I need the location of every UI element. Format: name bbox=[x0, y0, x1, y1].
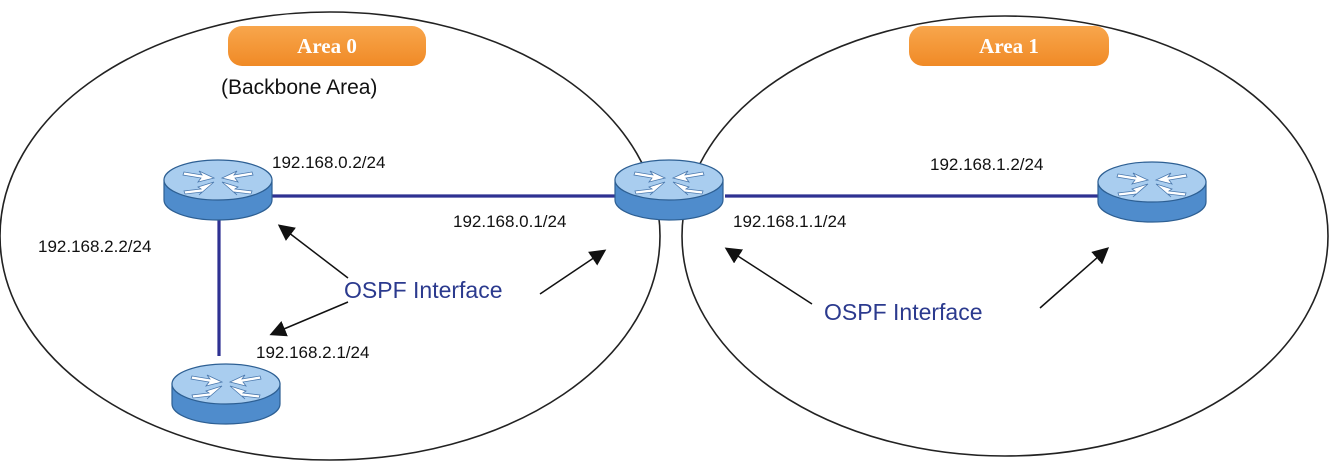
router-icon bbox=[171, 363, 281, 425]
ip-core-to-r1: 192.168.0.1/24 bbox=[453, 212, 567, 231]
ospf-interface-callout-left: OSPF Interface bbox=[344, 277, 503, 303]
ospf-interface-callout-right: OSPF Interface bbox=[824, 299, 983, 325]
ip-r1-to-core: 192.168.0.2/24 bbox=[272, 153, 386, 172]
ip-core-to-r4: 192.168.1.1/24 bbox=[733, 212, 847, 231]
area-0-badge: Area 0 bbox=[228, 26, 426, 66]
ip-r3-to-r1: 192.168.2.1/24 bbox=[256, 343, 370, 362]
router-icon bbox=[163, 159, 273, 221]
arrow-to-r3 bbox=[269, 301, 349, 337]
arrow-to-r1 bbox=[277, 224, 349, 279]
router-icon bbox=[614, 159, 724, 221]
area-1-badge: Area 1 bbox=[909, 26, 1109, 66]
router-icon bbox=[1097, 161, 1207, 223]
backbone-area-label: (Backbone Area) bbox=[221, 76, 378, 99]
arrow-to-core-right bbox=[724, 247, 813, 305]
arrow-to-r4 bbox=[1039, 247, 1110, 309]
ip-r4-to-core: 192.168.1.2/24 bbox=[930, 155, 1044, 174]
arrow-to-core-left bbox=[539, 249, 607, 295]
ip-r1-to-r3: 192.168.2.2/24 bbox=[38, 237, 152, 256]
area-0-boundary bbox=[0, 11, 661, 461]
area-1-boundary bbox=[681, 15, 1329, 457]
